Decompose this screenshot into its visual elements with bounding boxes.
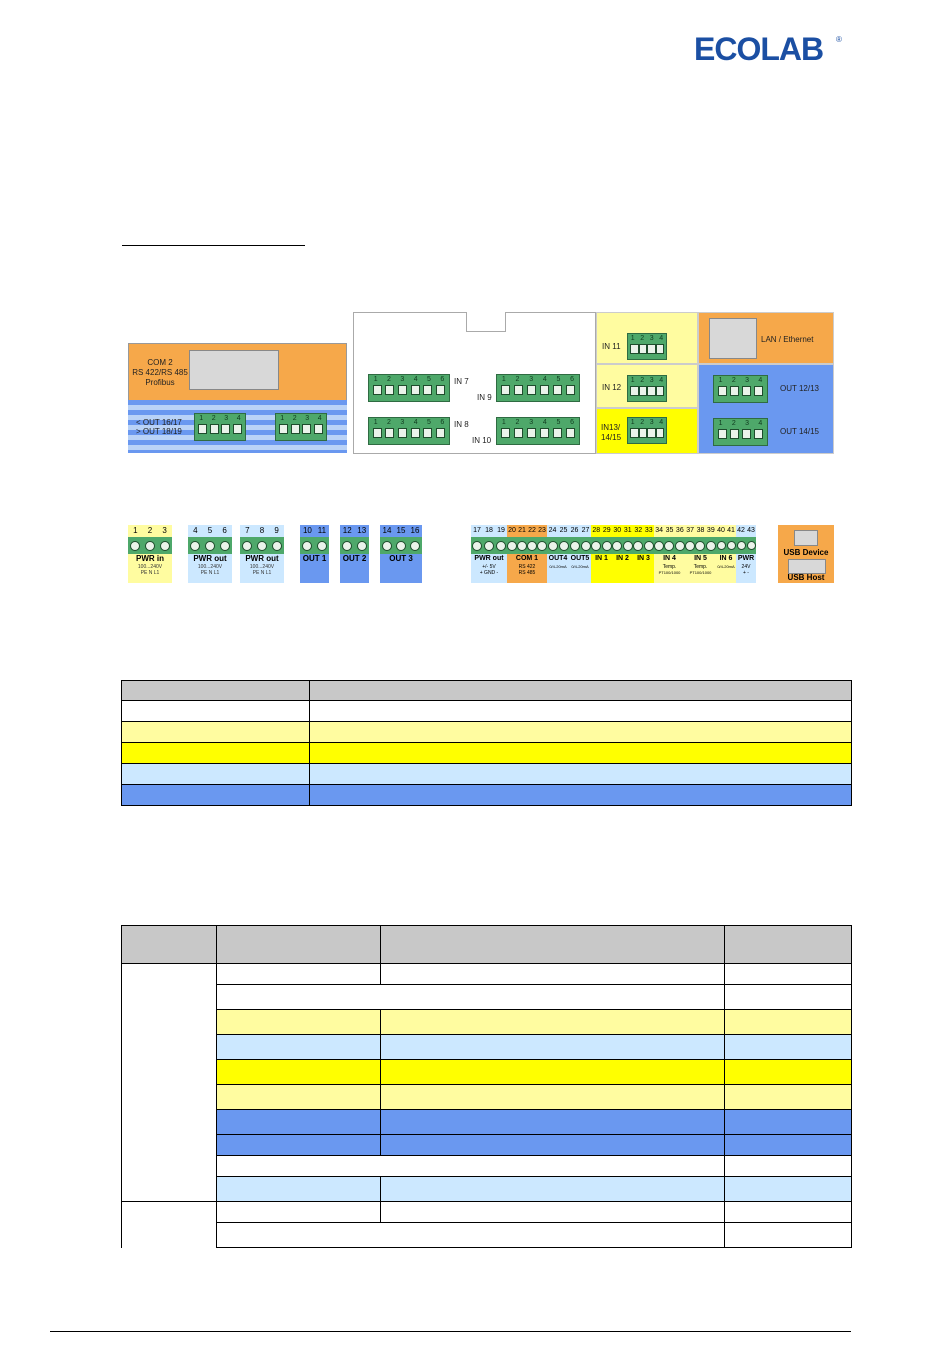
in11-label: IN 11: [602, 342, 621, 351]
in12-label: IN 12: [602, 383, 622, 392]
usb-block: USB Device USB Host: [778, 525, 834, 583]
logo-reg: ®: [836, 35, 842, 44]
usb-device-port: [794, 530, 818, 546]
terminal-assignment-table: [121, 925, 852, 1248]
out1819-label: > OUT 18/19: [136, 427, 182, 436]
middle-notch: [466, 312, 506, 332]
lan-label: LAN / Ethernet: [761, 335, 814, 344]
out1213-label: OUT 12/13: [780, 384, 819, 393]
com2-label: COM 2 RS 422/RS 485 Profibus: [132, 358, 188, 387]
footer-rule: [50, 1331, 851, 1332]
out1415-label: OUT 14/15: [780, 427, 819, 436]
lan-port: [709, 318, 757, 359]
logo-text: ECOLAB: [694, 31, 823, 67]
usb-host-label: USB Host: [787, 573, 825, 582]
in7-label: IN 7: [454, 377, 469, 386]
color-legend-table: [121, 680, 852, 806]
usb-host-port: [788, 559, 826, 574]
com2-port: [189, 350, 279, 390]
section-underline: [122, 245, 305, 246]
in9-label: IN 9: [477, 393, 492, 402]
out1617-label: < OUT 16/17: [136, 418, 182, 427]
in13-label: IN13/14/15: [601, 423, 622, 442]
ecolab-logo: ECOLAB ®: [694, 31, 842, 67]
in10-label: IN 10: [472, 436, 492, 445]
usb-device-label: USB Device: [783, 548, 829, 557]
in8-label: IN 8: [454, 420, 469, 429]
